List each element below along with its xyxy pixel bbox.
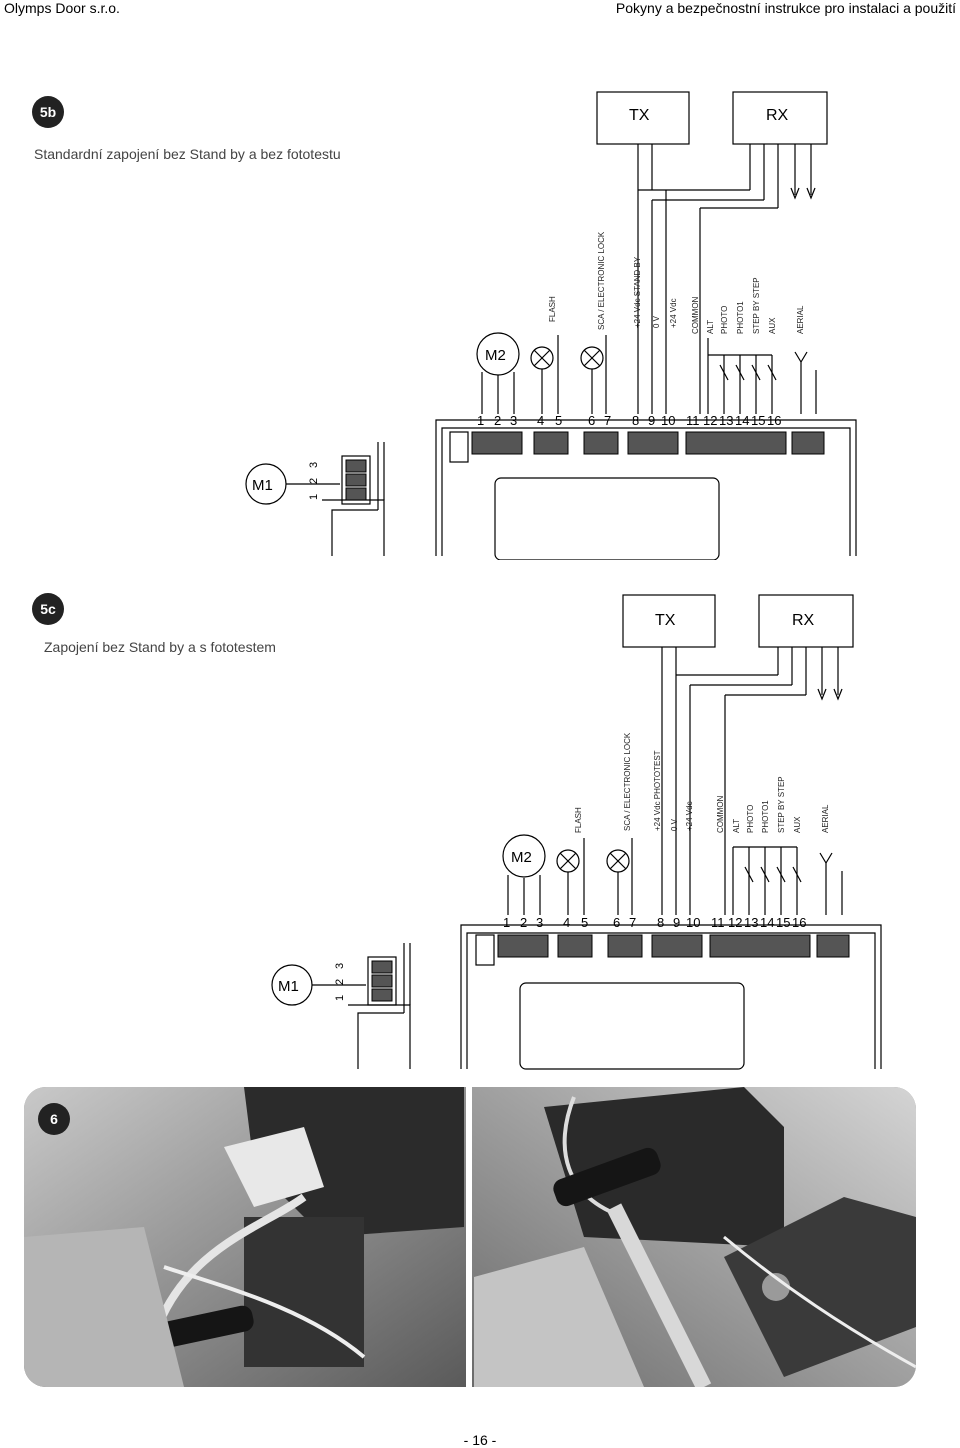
motor-m2-label: M2 <box>485 347 506 364</box>
svg-text:13: 13 <box>719 413 733 428</box>
tx-box <box>596 91 690 145</box>
label-photo1: PHOTO1 <box>761 800 770 833</box>
rx-box <box>732 91 828 145</box>
svg-text:12: 12 <box>703 413 717 428</box>
figure-6-photos: 6 <box>24 1087 916 1387</box>
svg-text:4: 4 <box>563 915 570 930</box>
svg-text:3: 3 <box>510 413 517 428</box>
motor-m1-label: M1 <box>252 477 273 494</box>
svg-text:1: 1 <box>503 915 510 930</box>
svg-text:1: 1 <box>308 494 320 500</box>
tx-box <box>622 594 716 648</box>
figure-5c: 5c Zapojení bez Stand by a s fototestem <box>0 585 960 1070</box>
svg-text:13: 13 <box>744 915 758 930</box>
svg-text:2: 2 <box>494 413 501 428</box>
svg-text:7: 7 <box>604 413 611 428</box>
label-photo: PHOTO <box>746 805 755 833</box>
svg-text:9: 9 <box>673 915 680 930</box>
svg-text:15: 15 <box>751 413 765 428</box>
document-title: Pokyny a bezpečnostní instrukce pro inst… <box>615 0 956 16</box>
svg-text:8: 8 <box>632 413 639 428</box>
svg-text:10: 10 <box>661 413 675 428</box>
svg-text:16: 16 <box>792 915 806 930</box>
label-alt: ALT <box>706 320 715 334</box>
svg-text:14: 14 <box>760 915 774 930</box>
label-flash: FLASH <box>548 296 557 322</box>
svg-text:2: 2 <box>308 478 320 484</box>
label-aux: AUX <box>793 816 802 833</box>
label-24v-standby: +24 Vdc STAND BY <box>633 256 642 328</box>
label-sca: SCA / ELECTRONIC LOCK <box>597 231 606 330</box>
motor-m1-label: M1 <box>278 978 299 995</box>
svg-text:2: 2 <box>334 979 346 985</box>
rx-label: RX <box>792 612 815 629</box>
label-sca: SCA / ELECTRONIC LOCK <box>623 732 632 831</box>
motor-m2-label: M2 <box>511 849 532 866</box>
figure-5b: 5b Standardní zapojení bez Stand by a be… <box>0 80 960 561</box>
label-aerial: AERIAL <box>796 305 805 334</box>
svg-text:1: 1 <box>477 413 484 428</box>
tx-label: TX <box>629 107 650 124</box>
svg-text:11: 11 <box>711 915 725 930</box>
label-aux: AUX <box>768 317 777 334</box>
terminal-numbers-5c: 1 2 3 4 5 6 7 8 9 10 11 12 13 14 15 16 <box>503 915 806 930</box>
svg-text:14: 14 <box>735 413 749 428</box>
label-0v: 0 V <box>652 315 661 328</box>
label-0v: 0 V <box>670 818 679 831</box>
svg-text:8: 8 <box>657 915 664 930</box>
tx-label: TX <box>655 612 676 629</box>
svg-text:5: 5 <box>555 413 562 428</box>
svg-text:7: 7 <box>629 915 636 930</box>
svg-text:6: 6 <box>613 915 620 930</box>
svg-text:9: 9 <box>648 413 655 428</box>
label-photo: PHOTO <box>720 306 729 334</box>
company-name: Olymps Door s.r.o. <box>4 0 120 16</box>
svg-text:11: 11 <box>686 413 700 428</box>
figure-badge-5c: 5c <box>32 593 64 625</box>
figure-badge-6: 6 <box>38 1103 70 1135</box>
svg-text:15: 15 <box>776 915 790 930</box>
svg-text:2: 2 <box>520 915 527 930</box>
wiring-diagram-5b: TX RX M2 M1 1 2 3 4 5 6 7 8 9 10 11 12 1… <box>245 91 857 561</box>
page-number: - 16 - <box>463 1432 497 1448</box>
svg-text:3: 3 <box>334 963 346 969</box>
installation-photos <box>24 1087 916 1387</box>
svg-text:16: 16 <box>767 413 781 428</box>
svg-text:6: 6 <box>588 413 595 428</box>
label-common: COMMON <box>691 296 700 334</box>
label-photo1: PHOTO1 <box>736 301 745 334</box>
terminal-numbers-5b: 1 2 3 4 5 6 7 8 9 10 11 12 13 14 15 16 <box>477 413 781 428</box>
figure-caption-5c: Zapojení bez Stand by a s fototestem <box>44 639 276 655</box>
label-common: COMMON <box>716 795 725 833</box>
svg-text:4: 4 <box>537 413 544 428</box>
label-aerial: AERIAL <box>821 804 830 833</box>
wiring-diagram-5c: TX RX M2 M1 1 2 3 4 5 6 7 8 9 10 11 12 1… <box>271 594 882 1070</box>
figure-caption-5b: Standardní zapojení bez Stand by a bez f… <box>34 146 341 162</box>
svg-text:3: 3 <box>536 915 543 930</box>
svg-text:3: 3 <box>308 462 320 468</box>
rx-label: RX <box>766 107 789 124</box>
label-flash: FLASH <box>574 807 583 833</box>
label-alt: ALT <box>732 819 741 833</box>
svg-text:12: 12 <box>728 915 742 930</box>
label-step: STEP BY STEP <box>752 277 761 334</box>
svg-text:10: 10 <box>686 915 700 930</box>
svg-text:1: 1 <box>334 995 346 1001</box>
label-24v: +24 Vdc <box>685 801 694 831</box>
svg-text:5: 5 <box>581 915 588 930</box>
figure-badge-5b: 5b <box>32 96 64 128</box>
label-24v-phototest: +24 Vdc PHOTOTEST <box>653 750 662 831</box>
label-24v: +24 Vdc <box>669 298 678 328</box>
label-step: STEP BY STEP <box>777 776 786 833</box>
